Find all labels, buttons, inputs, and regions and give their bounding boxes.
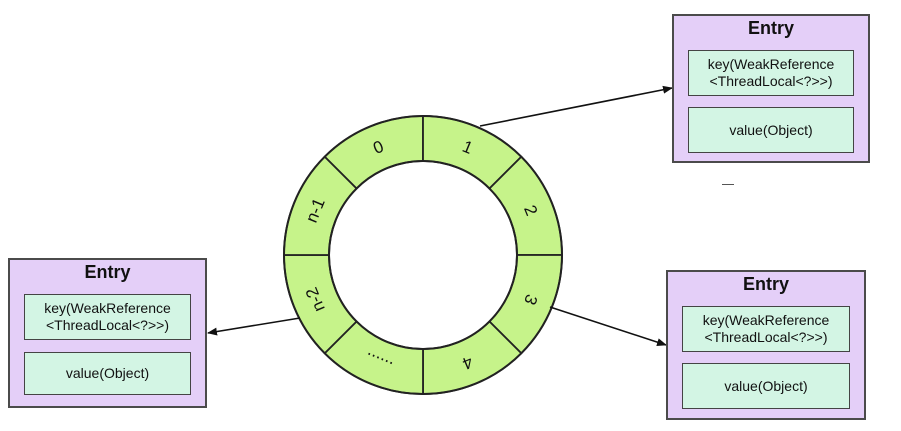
entry-title: Entry — [742, 274, 789, 294]
entry-title: Entry — [84, 262, 131, 282]
key-field-line1: key(WeakReference — [44, 300, 171, 316]
ring-inner-edge — [328, 160, 518, 350]
key-field-line1: key(WeakReference — [702, 312, 830, 328]
arrow-to-entry-top-right — [479, 85, 673, 127]
key-field-line2: <ThreadLocal<?>>) — [709, 73, 833, 89]
arrow-to-entry-bottom-right — [549, 306, 667, 346]
arrow-to-entry-left — [207, 317, 301, 336]
entry-title: Entry — [747, 18, 794, 38]
value-field-text: value(Object) — [65, 365, 150, 381]
stray-dash-mark — [722, 184, 734, 185]
key-field: key(WeakReference <ThreadLocal<?>>) — [688, 50, 854, 96]
entry-box-bottom-right: Entry key(WeakReference <ThreadLocal<?>>… — [666, 270, 866, 420]
key-field: key(WeakReference <ThreadLocal<?>>) — [682, 306, 850, 352]
ring-outer-edge — [283, 115, 563, 395]
key-field-line1: key(WeakReference — [707, 56, 835, 72]
value-field-text: value(Object) — [724, 377, 808, 394]
key-field: key(WeakReference <ThreadLocal<?>>) — [24, 294, 191, 340]
value-field-text: value(Object) — [729, 121, 813, 138]
entry-box-top-right: Entry key(WeakReference <ThreadLocal<?>>… — [672, 14, 870, 163]
entry-box-left: Entry key(WeakReference <ThreadLocal<?>>… — [8, 258, 207, 408]
key-field-line2: <ThreadLocal<?>>) — [704, 329, 828, 345]
key-field-line2: <ThreadLocal<?>>) — [46, 317, 169, 333]
value-field: value(Object) — [24, 352, 191, 395]
value-field: value(Object) — [682, 363, 850, 409]
value-field: value(Object) — [688, 107, 854, 153]
